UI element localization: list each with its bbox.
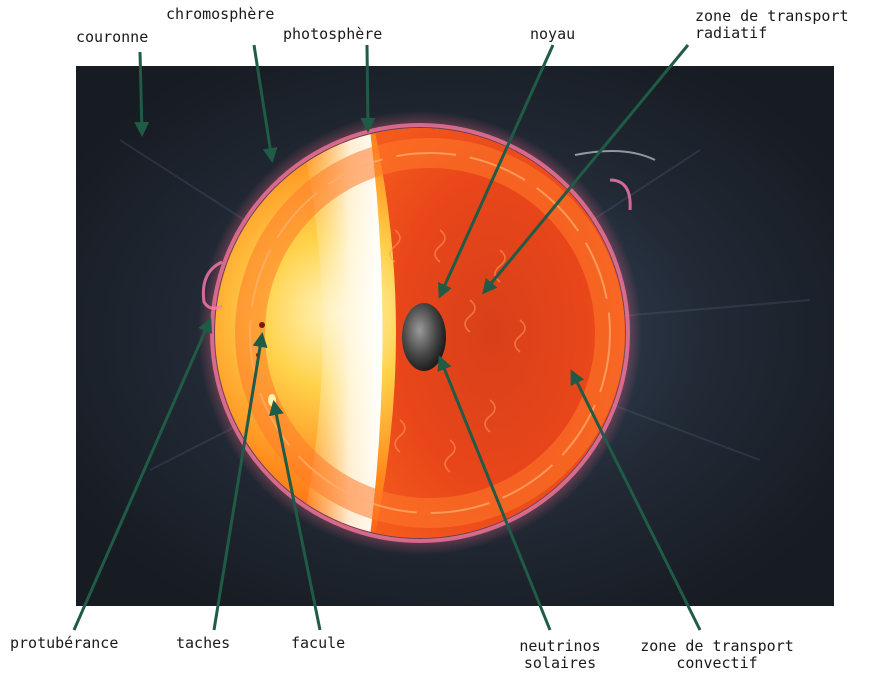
label-neutrinos: neutrinos solaires [508,638,612,672]
prominence-loop [609,178,632,211]
label-zone-radiatif-line1: zone de transport [695,7,849,25]
label-neutrinos-line1: neutrinos [519,637,601,655]
label-couronne: couronne [76,28,149,46]
arrow-photosphere [360,44,376,133]
arrow-protuberance [72,317,213,631]
label-zone-radiatif: zone de transport radiatif [695,8,849,42]
arrow-chromosphere [252,44,278,163]
sunspot [259,322,265,328]
core-sphere [402,303,446,371]
arrow-noyau [438,44,555,299]
arrow-radiatif [482,44,690,295]
label-zone-radiatif-line2: radiatif [695,24,768,42]
label-taches: taches [176,634,231,652]
prominence-loop [201,260,223,310]
label-photosphere: photosphère [283,25,383,43]
label-zone-convectif: zone de transport convectif [622,638,812,672]
label-neutrinos-line2: solaires [523,654,597,672]
label-noyau: noyau [530,25,576,43]
label-zone-convectif-line1: zone de transport [640,637,794,655]
arrow-convectif [570,369,702,631]
radiative-zone [389,229,526,473]
label-chromosphere: chromosphère [166,5,275,23]
arrow-couronne [134,51,150,137]
label-facule: facule [291,634,346,652]
arrow-neutrinos [437,355,552,631]
arrow-facule [269,400,322,631]
label-protuberance: protubérance [10,634,119,652]
arrow-taches [212,332,268,631]
leader-arrows [72,44,702,631]
label-zone-convectif-line2: convectif [676,654,758,672]
